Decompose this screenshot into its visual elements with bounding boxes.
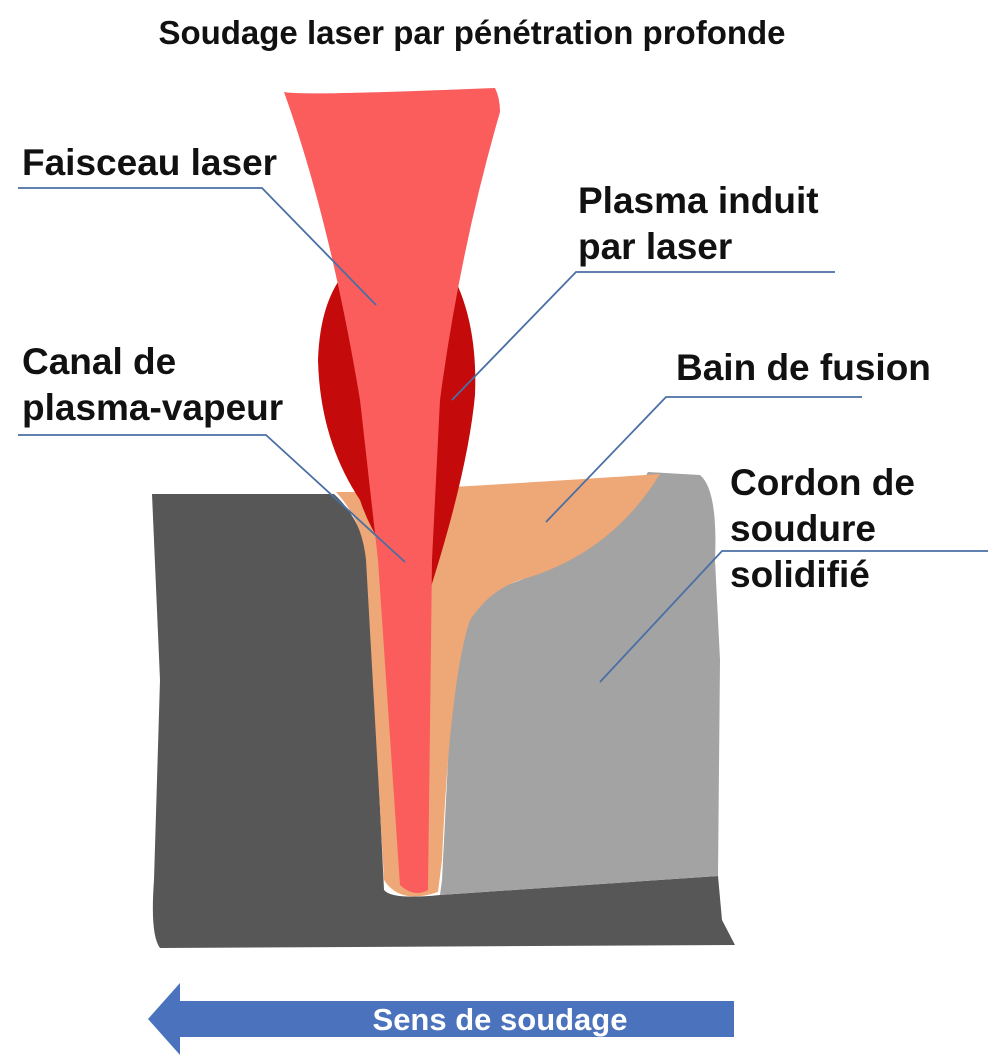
label-melt-pool: Bain de fusion xyxy=(676,347,931,388)
label-laser-beam: Faisceau laser xyxy=(22,142,278,183)
label-keyhole: Canal de plasma-vapeur xyxy=(22,341,284,428)
leader-laser-beam xyxy=(18,187,377,306)
direction-arrow xyxy=(148,983,734,1055)
base-metal xyxy=(152,494,735,948)
diagram-title: Soudage laser par pénétration profonde xyxy=(158,14,786,51)
leader-weld-bead xyxy=(599,550,988,683)
leader-lines xyxy=(18,187,988,683)
direction-label: Sens de soudage xyxy=(372,1002,628,1037)
laser-beam xyxy=(284,88,500,894)
leader-keyhole xyxy=(18,434,406,563)
weld-bead xyxy=(440,472,720,895)
leader-plasma xyxy=(451,271,835,401)
label-weld-bead: Cordon de soudure solidifié xyxy=(730,462,915,595)
leader-melt-pool xyxy=(545,396,862,523)
label-plasma: Plasma induit par laser xyxy=(578,180,819,267)
